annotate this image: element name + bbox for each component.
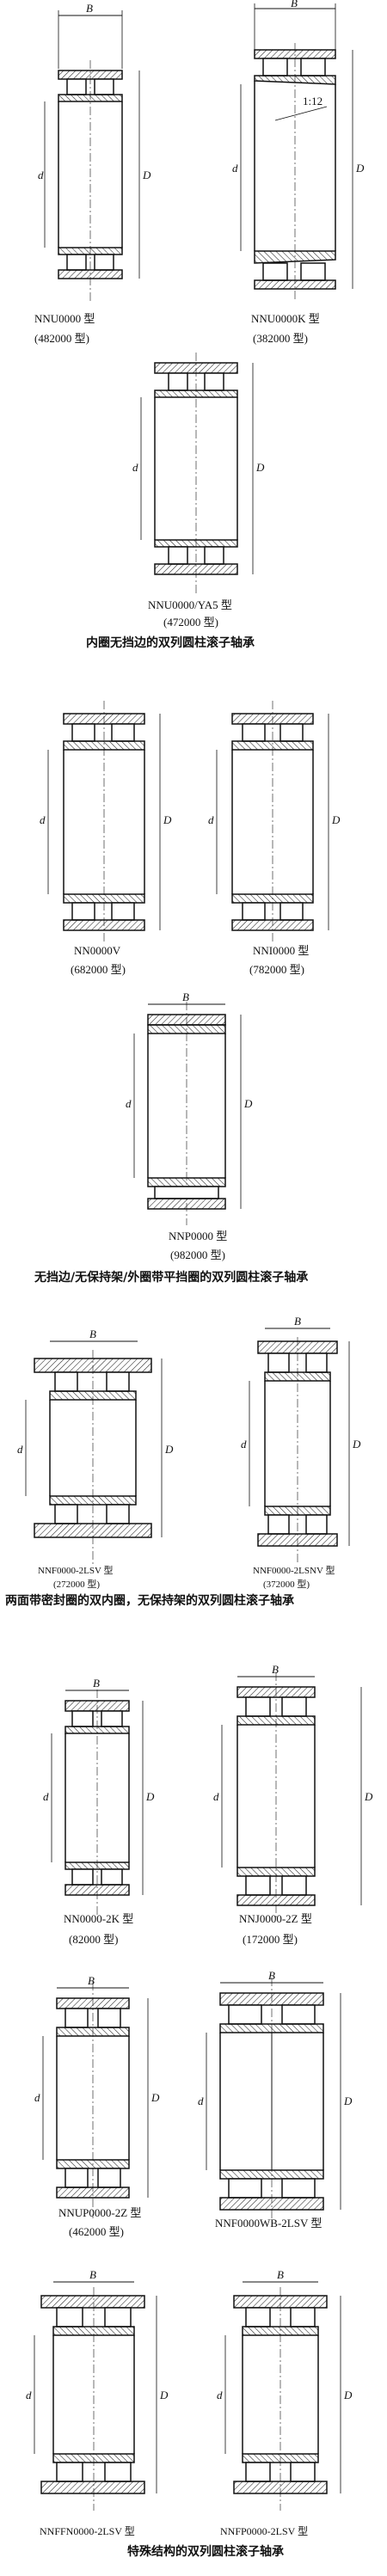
figure-name: NNF0000-2LSV 型 [38,1564,114,1576]
width-dim-label: B [272,1663,279,1676]
figure-nnu0000: B d D NNU0000 型 (482000 型) [34,2,151,345]
figure-nn0000v: d D NN0000V (682000 型) [40,701,172,976]
figure-name: NNI0000 型 [253,944,309,957]
bore-dim-label: d [26,2389,32,2401]
figure-nnup0000-2z: B d D NNUP0000-2Z 型 (462000 型) [34,1974,160,2238]
bearing-drawing: B d D [126,991,253,1225]
figure-name: NNJ0000-2Z 型 [239,1912,312,1925]
width-dim-label: B [93,1677,100,1690]
width-dim-label: B [88,1974,95,1987]
taper-label: 1:12 [303,95,322,107]
width-dim-label: B [182,991,189,1003]
figure-code: (372000 型) [263,1578,310,1590]
figure-name: NNP0000 型 [169,1230,227,1242]
section-title: 特殊结构的双列圆柱滚子轴承 [127,2544,284,2559]
section-title: 内圈无挡边的双列圆柱滚子轴承 [86,635,255,650]
bearing-drawing: d D [208,701,341,941]
width-dim-label: B [86,2,93,15]
bore-dim-label: d [17,1443,23,1456]
figure-nnf0000-2lsnv: B d D NNF0000-2LSNV 型 (372000 型) [241,1315,361,1590]
figure-name: NN0000V [74,944,121,957]
figure-name: NNUP0000-2Z 型 [58,2206,141,2219]
figure-nnfp0000-2lsv: B d D NNFP0000-2LSV 型 [217,2268,353,2537]
bore-dim-label: d [217,2389,223,2401]
bore-dim-label: d [208,813,214,826]
outer-dim-label: D [355,162,365,175]
bore-dim-label: d [213,1790,219,1803]
outer-dim-label: D [163,813,172,826]
bearing-drawing: B d D [43,1677,155,1917]
bearing-drawing: B 1:12 d D [232,0,365,301]
bearing-drawing: B d D [213,1663,373,1917]
outer-dim-label: D [150,2091,160,2104]
outer-dim-label: D [255,461,265,474]
width-dim-label: B [294,1315,301,1328]
bore-dim-label: d [126,1097,132,1110]
width-dim-label: B [291,0,298,9]
figure-name: NNU0000K 型 [251,312,320,325]
width-dim-label: B [89,1328,96,1340]
bearing-drawing: B d D [38,2,151,301]
section-title: 无挡边/无保持架/外圈带平挡圈的双列圆柱滚子轴承 [34,1270,308,1285]
figure-code: (382000 型) [253,332,308,345]
figure-code: (472000 型) [163,616,218,629]
figure-code: (82000 型) [69,1933,118,1946]
outer-dim-label: D [145,1790,155,1803]
figure-nnffn0000-2lsv: B d D NNFFN0000-2LSV 型 [26,2268,169,2537]
bore-dim-label: d [40,813,46,826]
figure-code: (482000 型) [34,332,89,345]
bearing-drawing: B d D [241,1315,361,1565]
width-dim-label: B [277,2268,284,2281]
figure-nnu0000-ya5: d D NNU0000/YA5 型 (472000 型) [132,353,265,629]
outer-dim-label: D [331,813,341,826]
bore-dim-label: d [43,1790,49,1803]
figure-nnj0000-2z: B d D NNJ0000-2Z 型 (172000 型) [213,1663,373,1946]
width-dim-label: B [268,1969,275,1982]
outer-dim-label: D [243,1097,253,1110]
bearing-drawing: B d D [198,1969,353,2218]
bearing-drawing: B d D [17,1328,174,1565]
figure-nn0000-2k: B d D NN0000-2K 型 (82000 型) [43,1677,155,1946]
figure-nni0000: d D NNI0000 型 (782000 型) [208,701,341,976]
bearing-drawing: B d D [26,2268,169,2511]
figure-nnp0000: B d D NNP0000 型 (982000 型) [126,991,253,1261]
bearing-drawing: B d D [34,1974,160,2218]
section-title: 两面带密封圈的双内圈，无保持架的双列圆柱滚子轴承 [5,1593,294,1608]
figure-code: (682000 型) [71,963,126,976]
figure-name: NN0000-2K 型 [64,1912,133,1925]
bore-dim-label: d [241,1438,247,1451]
figure-code: (272000 型) [53,1578,100,1590]
outer-dim-label: D [164,1443,174,1456]
bore-dim-label: d [232,162,238,175]
figure-name: NNF0000-2LSNV 型 [253,1564,335,1576]
figure-nnf0000wb-2lsv: B d D NNF0000WB-2LSV 型 [198,1969,353,2229]
figure-code: (782000 型) [249,963,304,976]
bore-dim-label: d [38,169,44,181]
bore-dim-label: d [198,2095,204,2107]
figure-name: NNU0000 型 [34,312,95,325]
figure-name: NNU0000/YA5 型 [148,598,232,611]
outer-dim-label: D [159,2389,169,2401]
bearing-drawing: B d D [217,2268,353,2511]
bearing-drawing: d D [132,353,265,593]
figure-nnf0000-2lsv: B d D NNF0000-2LSV 型 (272000 型) [17,1328,174,1590]
figure-name: NNF0000WB-2LSV 型 [215,2217,322,2229]
outer-dim-label: D [142,169,151,181]
outer-dim-label: D [343,2095,353,2107]
outer-dim-label: D [343,2389,353,2401]
bore-dim-label: d [34,2091,40,2104]
bearing-drawing: d D [40,701,172,941]
outer-dim-label: D [352,1438,361,1451]
figure-name: NNFFN0000-2LSV 型 [40,2525,135,2537]
figure-code: (172000 型) [243,1933,298,1946]
figure-name: NNFP0000-2LSV 型 [220,2525,308,2537]
figure-code: (982000 型) [170,1248,225,1261]
figure-code: (462000 型) [69,2225,124,2238]
figure-nnu0000k: B 1:12 d D NNU0000K 型 (382000 型) [232,0,365,345]
bore-dim-label: d [132,461,138,474]
width-dim-label: B [89,2268,96,2281]
outer-dim-label: D [364,1790,373,1803]
